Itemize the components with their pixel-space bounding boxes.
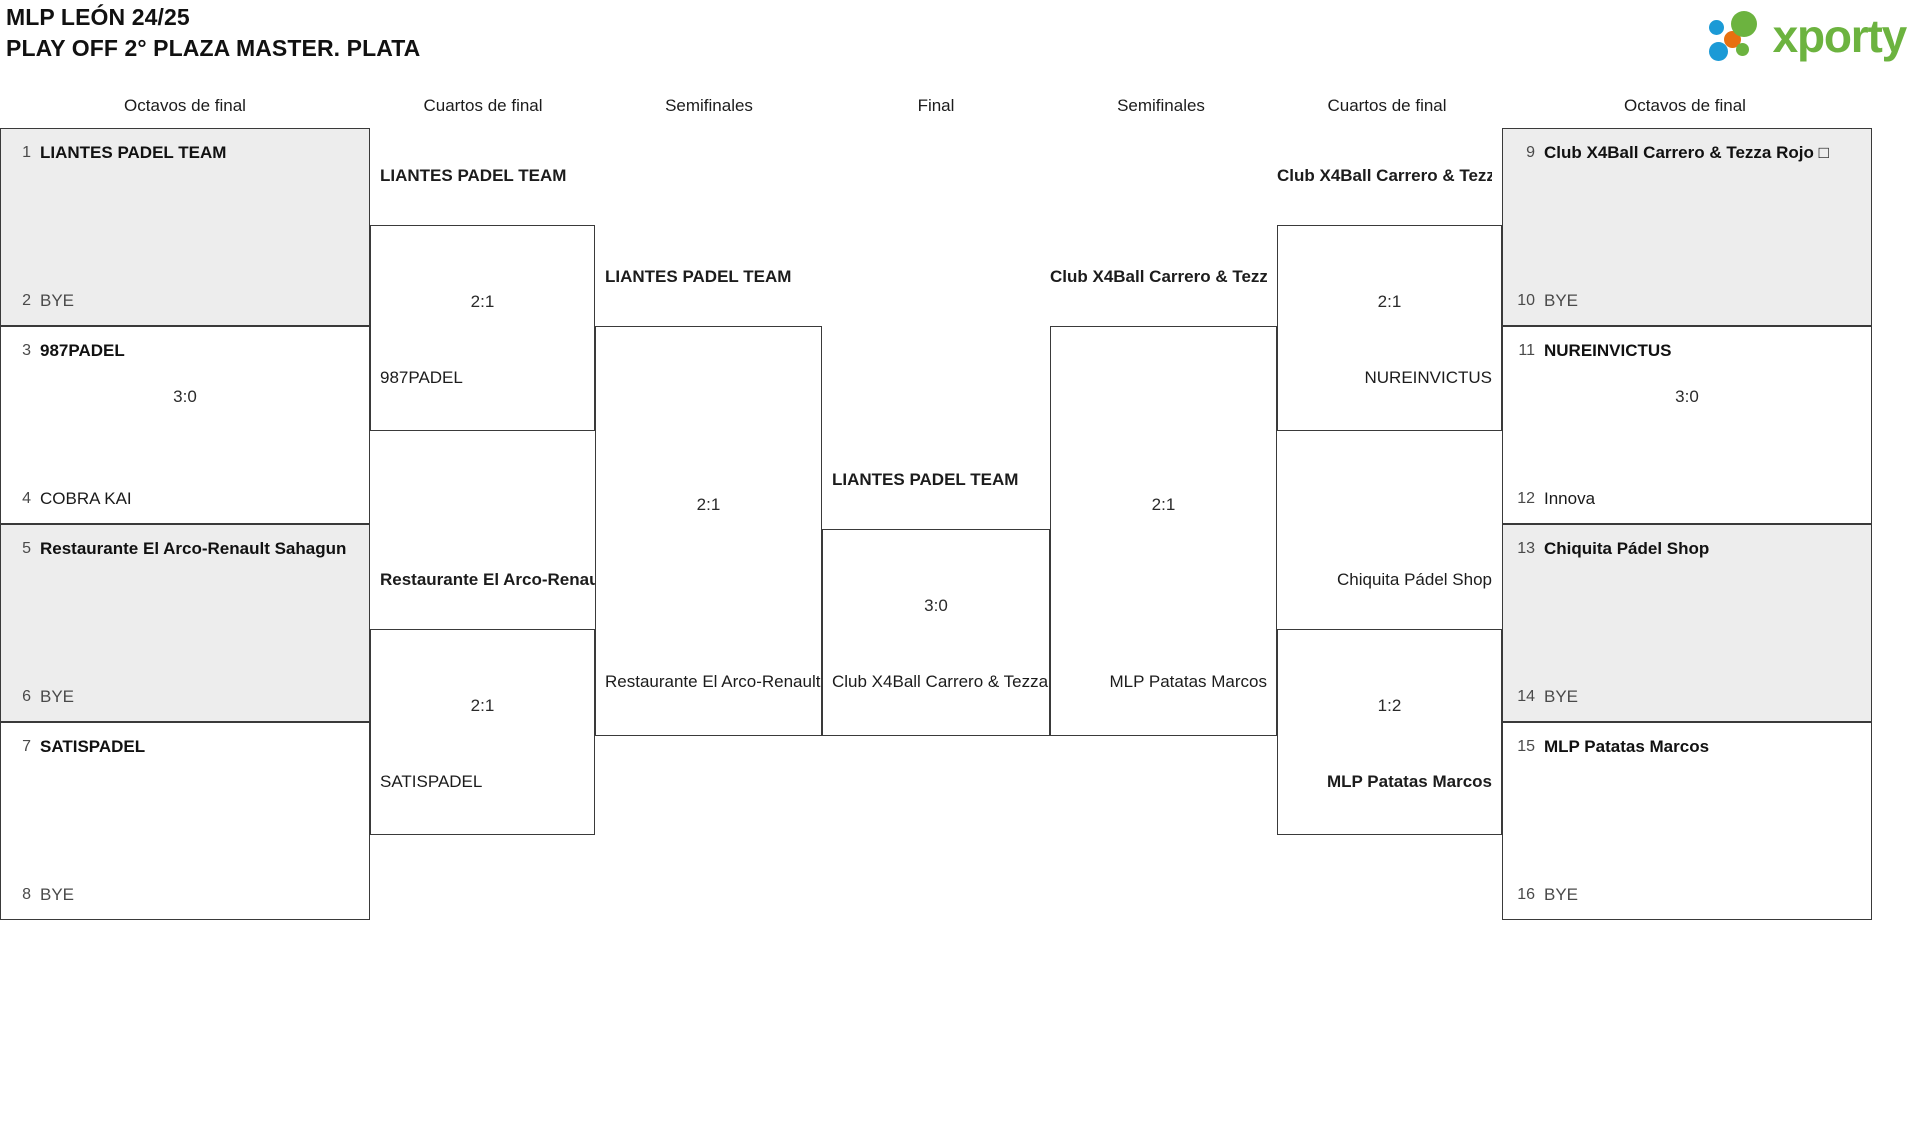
advancing-team-left-qf-2-top: Restaurante El Arco-Renault Sahagun	[380, 570, 595, 589]
seed-row: 8 BYE	[1, 885, 369, 905]
seed-number: 13	[1517, 540, 1535, 557]
seed-number: 3	[22, 342, 31, 359]
match-box-left-r16-1[interactable]: 1 LIANTES PADEL TEAM 2 BYE	[0, 128, 370, 326]
match-box-right-qf-1[interactable]: 2:1	[1277, 225, 1502, 431]
round-header-right-sf: Semifinales	[1117, 96, 1205, 115]
advancing-team-right-qf-2-bot: MLP Patatas Marcos	[1326, 772, 1492, 791]
advancing-team-left-qf-1-top: LIANTES PADEL TEAM	[380, 166, 567, 185]
team-name: BYE	[1544, 885, 1579, 904]
match-box-left-qf-2[interactable]: 2:1	[370, 629, 595, 835]
seed-number: 4	[22, 490, 31, 507]
seed-row: 6 BYE	[1, 687, 369, 707]
match-box-left-qf-1[interactable]: 2:1	[370, 225, 595, 431]
seed-number: 2	[22, 292, 31, 309]
team-name: 987PADEL	[40, 341, 125, 360]
seed-row: 13 Chiquita Pádel Shop	[1503, 539, 1871, 559]
seed-number: 11	[1518, 342, 1535, 359]
seed-number: 14	[1517, 688, 1535, 705]
seed-row: 15 MLP Patatas Marcos	[1503, 737, 1871, 757]
tournament-phase: PLAY OFF 2° PLAZA MASTER. PLATA	[6, 35, 421, 61]
logo-wordmark: xporty	[1772, 10, 1908, 62]
match-box-right-sf[interactable]: 2:1	[1050, 326, 1277, 736]
seed-row: 2 BYE	[1, 291, 369, 311]
seed-number: 9	[1526, 144, 1535, 161]
team-name: MLP Patatas Marcos	[1544, 737, 1710, 756]
match-box-right-r16-3[interactable]: 13 Chiquita Pádel Shop 14 BYE	[1502, 524, 1872, 722]
seed-row: 11 NUREINVICTUS	[1503, 341, 1871, 361]
team-name: NUREINVICTUS	[1544, 341, 1672, 360]
seed-row: 1 LIANTES PADEL TEAM	[1, 143, 369, 163]
advancing-team-right-sf-top: Club X4Ball Carrero & Tezza Rojo	[1050, 267, 1267, 286]
match-box-left-sf[interactable]: 2:1	[595, 326, 822, 736]
team-name: BYE	[1544, 291, 1579, 310]
match-box-right-r16-2[interactable]: 11 NUREINVICTUS 3:0 12 Innova	[1502, 326, 1872, 524]
seed-number: 5	[22, 540, 31, 557]
team-name: COBRA KAI	[40, 489, 132, 508]
team-name: Innova	[1544, 489, 1596, 508]
advancing-team-right-qf-2-top: Chiquita Pádel Shop	[1336, 570, 1492, 589]
seed-row: 4 COBRA KAI	[1, 489, 369, 509]
match-box-left-r16-4[interactable]: 7 SATISPADEL 8 BYE	[0, 722, 370, 920]
seed-row: 14 BYE	[1503, 687, 1871, 707]
match-score: 2:1	[470, 696, 495, 715]
team-name: BYE	[1544, 687, 1579, 706]
seed-number: 7	[22, 738, 31, 755]
round-header-right-r16: Octavos de final	[1624, 96, 1746, 115]
seed-number: 8	[22, 886, 31, 903]
team-name: SATISPADEL	[40, 737, 146, 756]
match-box-right-qf-2[interactable]: 1:2	[1277, 629, 1502, 835]
seed-row: 12 Innova	[1503, 489, 1871, 509]
advancing-team-right-qf-1-top: Club X4Ball Carrero & Tezza Rojo	[1277, 166, 1492, 185]
advancing-team-right-sf-bot: MLP Patatas Marcos	[1109, 672, 1267, 691]
match-box-right-r16-4[interactable]: 15 MLP Patatas Marcos 16 BYE	[1502, 722, 1872, 920]
team-name: BYE	[40, 885, 75, 904]
team-name: Club X4Ball Carrero & Tezza Rojo □	[1544, 143, 1829, 162]
match-box-left-r16-2[interactable]: 3 987PADEL 3:0 4 COBRA KAI	[0, 326, 370, 524]
seed-row: 7 SATISPADEL	[1, 737, 369, 757]
match-score: 1:2	[1377, 696, 1402, 715]
match-box-right-r16-1[interactable]: 9 Club X4Ball Carrero & Tezza Rojo □ 10 …	[1502, 128, 1872, 326]
round-header-left-qf: Cuartos de final	[423, 96, 543, 115]
advancing-team-final-top: LIANTES PADEL TEAM	[832, 470, 1019, 489]
match-box-left-r16-3[interactable]: 5 Restaurante El Arco-Renault Sahagun 6 …	[0, 524, 370, 722]
round-header-right-qf: Cuartos de final	[1327, 96, 1447, 115]
page-title: MLP LEÓN 24/25 PLAY OFF 2° PLAZA MASTER.…	[6, 2, 420, 64]
match-score: 3:0	[1675, 387, 1699, 406]
advancing-team-left-qf-1-bot: 987PADEL	[380, 368, 463, 387]
seed-number: 6	[22, 688, 31, 705]
advancing-team-left-sf-bot: Restaurante El Arco-Renault Sahagun	[605, 672, 822, 691]
tournament-name: MLP LEÓN 24/25	[6, 4, 190, 30]
seed-row: 3 987PADEL	[1, 341, 369, 361]
logo-dots-icon	[1708, 11, 1767, 61]
team-name: BYE	[40, 291, 75, 310]
advancing-team-left-qf-2-bot: SATISPADEL	[380, 772, 483, 791]
team-name: Restaurante El Arco-Renault Sahagun	[40, 539, 347, 558]
round-header-final: Final	[917, 96, 955, 115]
team-name: LIANTES PADEL TEAM	[40, 143, 227, 162]
match-box-final[interactable]: 3:0	[822, 529, 1050, 736]
team-name: Chiquita Pádel Shop	[1544, 539, 1710, 558]
match-score: 3:0	[924, 596, 948, 615]
round-header-left-r16: Octavos de final	[124, 96, 246, 115]
seed-row: 10 BYE	[1503, 291, 1871, 311]
advancing-team-left-sf-top: LIANTES PADEL TEAM	[605, 267, 792, 286]
match-score: 2:1	[696, 495, 721, 514]
advancing-team-right-qf-1-bot: NUREINVICTUS	[1364, 368, 1492, 387]
xporty-logo: xporty	[1708, 8, 1908, 64]
seed-number: 16	[1517, 886, 1535, 903]
seed-number: 1	[22, 144, 31, 161]
match-score: 2:1	[1151, 495, 1176, 514]
seed-number: 15	[1517, 738, 1535, 755]
seed-row: 9 Club X4Ball Carrero & Tezza Rojo □	[1503, 143, 1871, 163]
match-score: 2:1	[1377, 292, 1402, 311]
round-header-left-sf: Semifinales	[665, 96, 753, 115]
seed-row: 5 Restaurante El Arco-Renault Sahagun	[1, 539, 369, 559]
seed-number: 10	[1517, 292, 1535, 309]
team-name: BYE	[40, 687, 75, 706]
match-score: 2:1	[470, 292, 495, 311]
match-score: 3:0	[173, 387, 197, 406]
seed-row: 16 BYE	[1503, 885, 1871, 905]
seed-number: 12	[1517, 490, 1535, 507]
advancing-team-final-bot: Club X4Ball Carrero & Tezza Rojo	[832, 672, 1050, 691]
